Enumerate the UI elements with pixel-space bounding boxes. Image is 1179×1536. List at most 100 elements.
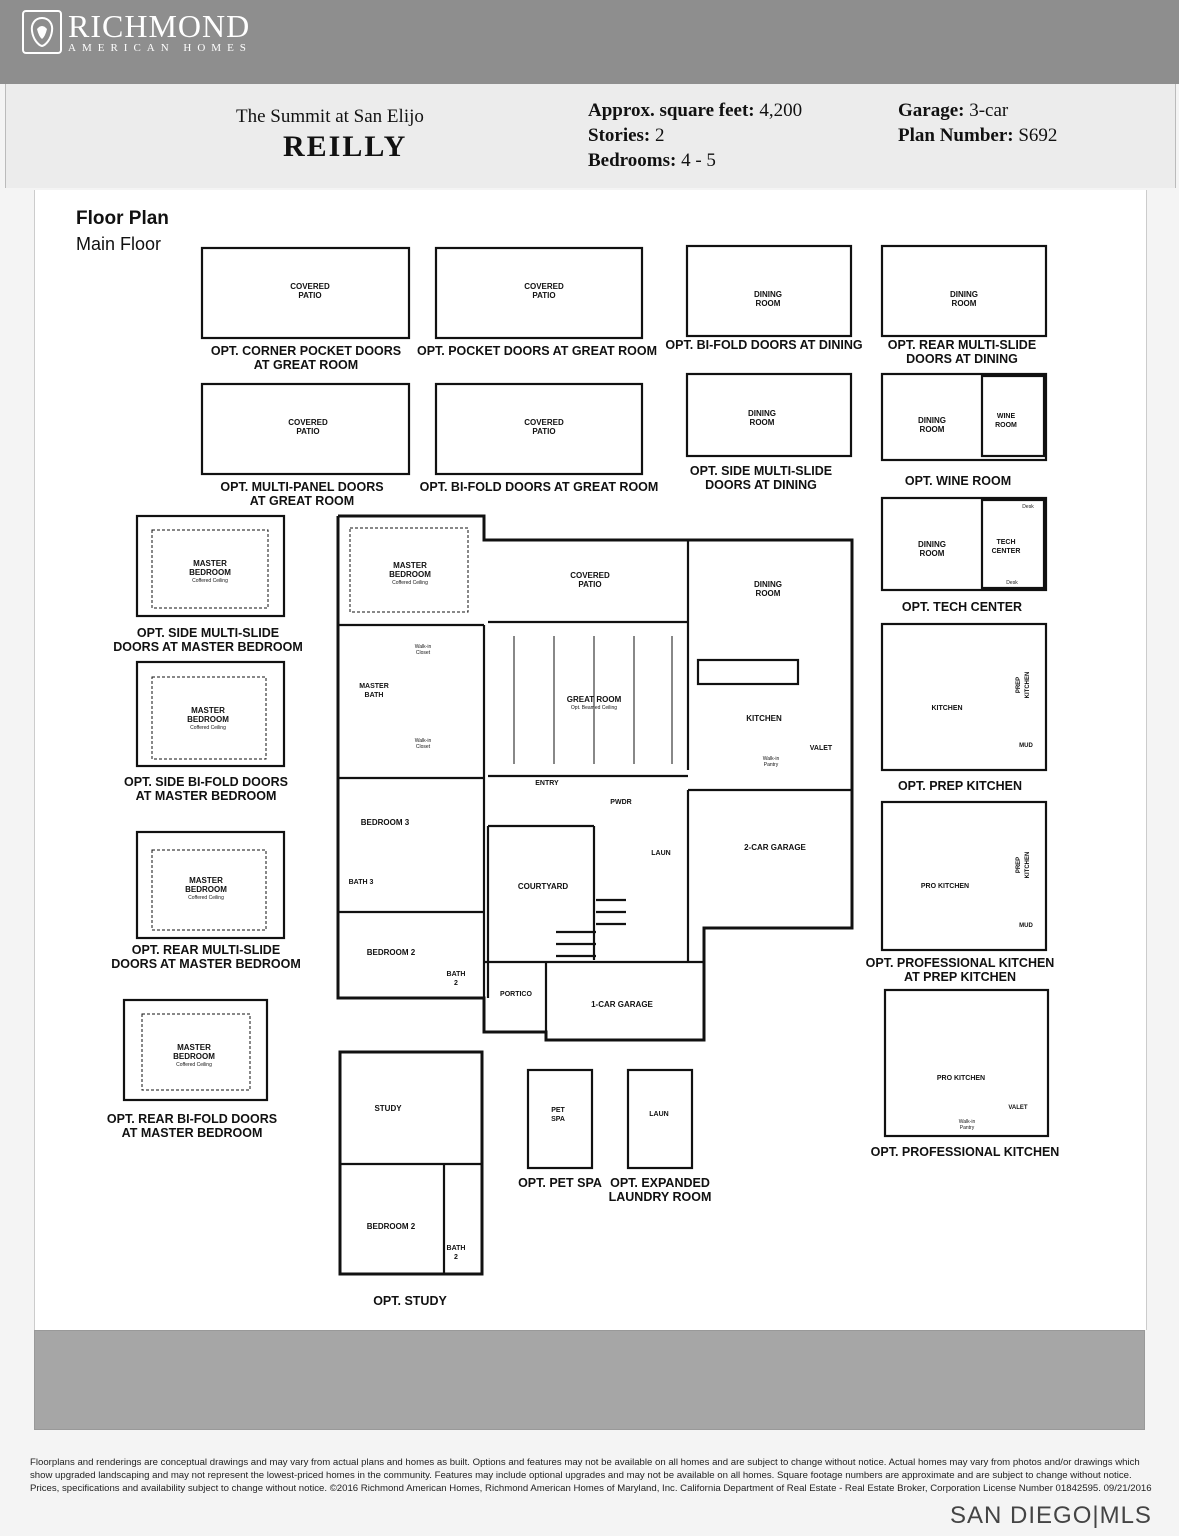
plan-rear-bifold-master — [122, 998, 269, 1102]
room-master-2: MASTER BEDROOM — [187, 706, 229, 724]
plan-pro-at-prep — [880, 800, 1048, 952]
spec-plan-number: Plan Number: S692 — [898, 125, 1058, 146]
room-valet: VALET — [809, 745, 833, 752]
disclaimer-text: Floorplans and renderings are conceptual… — [30, 1457, 1152, 1494]
spec-square-feet: Approx. square feet: 4,200 — [588, 100, 803, 121]
room-prep-kitchen-1: PREP KITCHEN — [1016, 671, 1031, 699]
plan-bifold-dining — [685, 244, 853, 338]
room-pet-spa: PET SPA — [551, 1107, 565, 1123]
plan-multi-panel — [200, 382, 411, 476]
room-covered-patio-main: COVERED PATIO — [570, 571, 610, 589]
room-dining-4: DINING ROOM — [918, 416, 946, 434]
spec-bedrooms: Bedrooms: 4 - 5 — [588, 150, 716, 171]
plan-header — [5, 84, 1176, 188]
room-desk-1: Desk — [1022, 504, 1034, 510]
caption-pet-spa: OPT. PET SPA — [518, 1176, 602, 1190]
room-portico: PORTICO — [500, 991, 532, 998]
room-great-room: GREAT ROOM — [566, 695, 622, 704]
plan-tech-center — [880, 496, 1048, 592]
room-bedroom-2-study: BEDROOM 2 — [366, 1222, 416, 1231]
room-dining-3: DINING ROOM — [748, 409, 776, 427]
community-name: The Summit at San Elijo — [236, 106, 424, 127]
room-bedroom-2: BEDROOM 2 — [366, 948, 416, 957]
plan-wine-room-inner — [980, 374, 1046, 458]
room-valet-2: VALET — [1008, 1105, 1028, 1111]
plan-bifold-great — [434, 382, 644, 476]
plan-pro-kitchen — [883, 988, 1050, 1138]
room-pwdr: PWDR — [610, 799, 632, 806]
plan-pet-spa — [526, 1068, 594, 1170]
plan-pocket — [434, 246, 644, 340]
room-master-1: MASTER BEDROOM — [189, 559, 231, 577]
caption-side-multi-master: OPT. SIDE MULTI-SLIDE DOORS AT MASTER BE… — [113, 626, 303, 654]
room-coffered-main: Coffered Ceiling — [392, 580, 428, 586]
brand-logo: RICHMOND AMERICAN HOMES — [22, 10, 252, 54]
room-tech-center: TECH CENTER — [991, 539, 1021, 555]
room-mud-2: MUD — [1019, 923, 1033, 929]
room-master-bath: MASTER BATH — [359, 683, 389, 699]
room-beamed-ceiling: Opt. Beamed Ceiling — [570, 705, 618, 711]
brand-bar: RICHMOND AMERICAN HOMES — [0, 0, 1179, 84]
plan-expanded-laundry — [626, 1068, 694, 1170]
room-walkin-pantry-2: Walk-in Pantry — [958, 1119, 976, 1131]
room-pro-kitchen-1: PRO KITCHEN — [920, 883, 970, 890]
lion-crest-icon — [22, 10, 62, 54]
caption-bifold-dining: OPT. BI-FOLD DOORS AT DINING — [665, 338, 863, 352]
caption-side-bifold-master: OPT. SIDE BI-FOLD DOORS AT MASTER BEDROO… — [124, 775, 288, 803]
caption-rear-bifold-master: OPT. REAR BI-FOLD DOORS AT MASTER BEDROO… — [106, 1112, 278, 1140]
plan-side-multi-dining — [685, 372, 853, 458]
room-dining-5: DINING ROOM — [918, 540, 946, 558]
caption-bifold-great: OPT. BI-FOLD DOORS AT GREAT ROOM — [419, 480, 659, 494]
mls-watermark: SAN DIEGO|MLS — [950, 1502, 1152, 1529]
caption-wine-room: OPT. WINE ROOM — [904, 474, 1012, 488]
room-coffered-2: Coffered Ceiling — [190, 725, 226, 731]
floor-plan-title: Floor Plan — [76, 208, 169, 229]
plan-wine-room — [880, 372, 1048, 462]
floor-plan-subtitle: Main Floor — [76, 234, 162, 254]
plan-tech-center-inner — [980, 498, 1046, 590]
room-bath-3: BATH 3 — [348, 879, 374, 886]
caption-pro-at-prep: OPT. PROFESSIONAL KITCHEN AT PREP KITCHE… — [865, 956, 1055, 984]
room-covered-patio-2: COVERED PATIO — [524, 282, 564, 300]
room-walkin-closet-1: Walk-in Closet — [414, 644, 432, 656]
room-prep-kitchen-2: PREP KITCHEN — [1016, 851, 1031, 879]
brand-name: RICHMOND — [68, 8, 251, 44]
room-coffered-4: Coffered Ceiling — [176, 1062, 212, 1068]
plan-rear-multi-master — [135, 830, 286, 940]
spec-garage: Garage: 3-car — [898, 100, 1009, 121]
footer-bar — [34, 1330, 1145, 1430]
room-master-3: MASTER BEDROOM — [185, 876, 227, 894]
room-covered-patio-3: COVERED PATIO — [288, 418, 328, 436]
room-dining-main: DINING ROOM — [754, 580, 782, 598]
room-desk-2: Desk — [1006, 580, 1018, 586]
plan-rear-multi-dining — [880, 244, 1048, 338]
floor-plan-sheet — [34, 190, 1147, 1330]
caption-study: OPT. STUDY — [373, 1294, 447, 1308]
room-mud-1: MUD — [1019, 743, 1033, 749]
room-laun: LAUN — [651, 850, 671, 857]
plan-side-multi-master — [135, 514, 286, 618]
caption-multi-panel: OPT. MULTI-PANEL DOORS AT GREAT ROOM — [220, 480, 384, 508]
room-coffered-1: Coffered Ceiling — [192, 578, 228, 584]
caption-pocket: OPT. POCKET DOORS AT GREAT ROOM — [416, 344, 658, 358]
caption-expanded-laundry: OPT. EXPANDED LAUNDRY ROOM — [608, 1176, 712, 1204]
caption-prep-kitchen: OPT. PREP KITCHEN — [897, 779, 1023, 793]
room-covered-patio-4: COVERED PATIO — [524, 418, 564, 436]
plan-prep-kitchen — [880, 622, 1048, 772]
room-master-4: MASTER BEDROOM — [173, 1043, 215, 1061]
room-study: STUDY — [374, 1104, 402, 1113]
room-dining-1: DINING ROOM — [754, 290, 782, 308]
room-master-main: MASTER BEDROOM — [389, 561, 431, 579]
caption-rear-multi-master: OPT. REAR MULTI-SLIDE DOORS AT MASTER BE… — [111, 943, 301, 971]
caption-side-multi-dining: OPT. SIDE MULTI-SLIDE DOORS AT DINING — [689, 464, 833, 492]
room-dining-2: DINING ROOM — [950, 290, 978, 308]
room-bedroom-3: BEDROOM 3 — [360, 818, 410, 827]
room-walkin-pantry: Walk-in Pantry — [762, 756, 780, 768]
brand-tagline: AMERICAN HOMES — [68, 42, 252, 54]
plan-name: REILLY — [283, 130, 408, 163]
room-covered-patio-1: COVERED PATIO — [290, 282, 330, 300]
room-entry: ENTRY — [535, 780, 559, 787]
room-bath-2-study: BATH 2 — [446, 1245, 466, 1261]
room-walkin-closet-2: Walk-in Closet — [414, 738, 432, 750]
